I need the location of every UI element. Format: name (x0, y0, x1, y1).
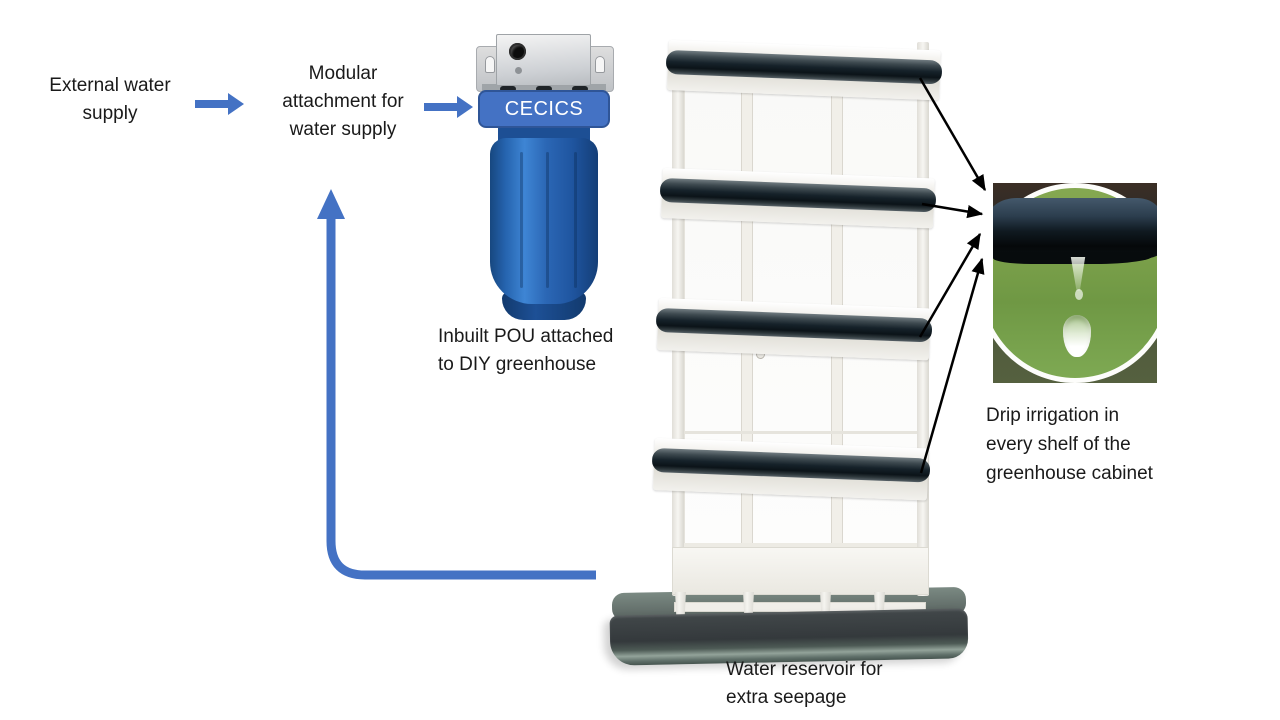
label-inbuilt-pou: Inbuilt POU attached to DIY greenhouse (438, 323, 668, 379)
filter-indicator-dot (515, 67, 522, 74)
filter-bottle (490, 138, 598, 304)
drip-tube-shelf-2 (659, 177, 937, 213)
cabinet-shelf-1 (665, 40, 943, 101)
label-drip-irrigation: Drip irrigation in every shelf of the gr… (986, 401, 1206, 488)
filter-knob-icon (509, 43, 526, 60)
label-line: supply (82, 103, 138, 124)
greenhouse-cabinet-image (651, 32, 946, 644)
keyhole-slot-icon (485, 56, 495, 73)
label-line: External water (49, 75, 171, 96)
label-line: to DIY greenhouse (438, 354, 597, 375)
cabinet-shelf-4 (651, 438, 931, 501)
filter-brand-text: CECICS (504, 97, 584, 120)
filter-port-band (482, 84, 606, 94)
label-external-water-supply: External water supply (18, 72, 202, 128)
cabinet-shelf-3 (655, 298, 933, 361)
drip-pipe-image (993, 198, 1157, 264)
cabinet-glass-shelf-edge (684, 431, 917, 434)
filter-head-unit (496, 34, 591, 86)
water-filter-image: CECICS (476, 32, 614, 322)
water-drop (1063, 315, 1091, 357)
label-line: Modular (308, 63, 378, 84)
label-line: Inbuilt POU attached (438, 326, 614, 347)
label-line: extra seepage (726, 687, 847, 708)
label-line: Water reservoir for (726, 659, 883, 680)
water-bead (1075, 289, 1083, 300)
cabinet-bottom-shelf-edge (684, 543, 917, 547)
label-water-reservoir: Water reservoir for extra seepage (726, 656, 946, 712)
keyhole-slot-icon (595, 56, 605, 73)
label-line: greenhouse cabinet (986, 463, 1153, 484)
flow-arrow-supply-to-attachment (195, 93, 244, 115)
label-line: every shelf of the (986, 434, 1131, 455)
filter-brand-label: CECICS (478, 90, 610, 128)
drip-tube-shelf-1 (665, 49, 943, 85)
label-line: Drip irrigation in (986, 405, 1120, 426)
cabinet-base (672, 547, 929, 595)
label-line: attachment for (282, 91, 404, 112)
label-line: water supply (289, 119, 397, 140)
label-modular-attachment: Modular attachment for water supply (252, 60, 434, 144)
drip-irrigation-photo (993, 183, 1157, 383)
drip-tube-shelf-3 (655, 307, 933, 343)
drip-tube-shelf-4 (651, 447, 931, 483)
cabinet-shelf-2 (659, 168, 937, 229)
